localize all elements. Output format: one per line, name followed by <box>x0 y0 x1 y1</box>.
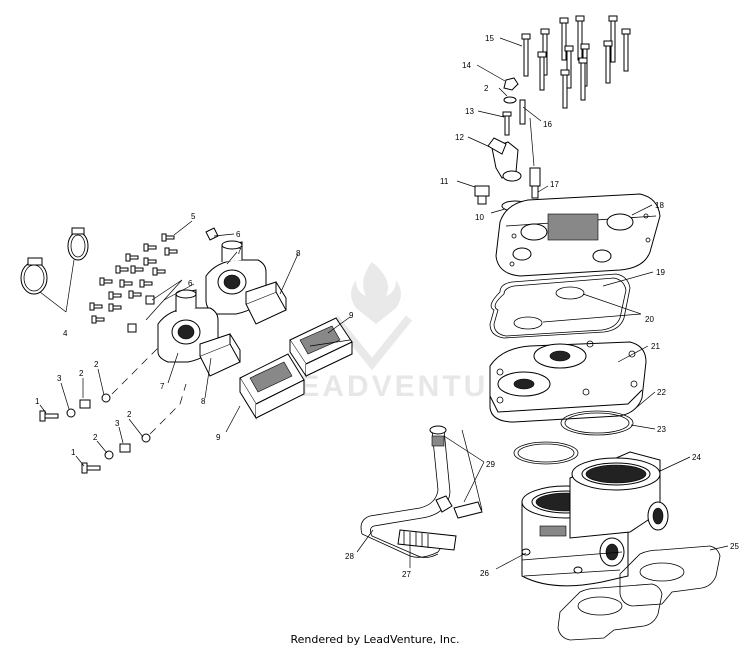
callout-1-lower: 1 <box>71 448 76 457</box>
callout-28: 28 <box>345 552 354 561</box>
reed-housing-upper <box>205 240 267 315</box>
callout-29: 29 <box>486 460 495 469</box>
callout-2-upper: 2 <box>94 360 99 369</box>
base-gaskets <box>557 545 721 641</box>
callout-2-mid: 2 <box>79 369 84 378</box>
callout-8-upper: 8 <box>296 249 301 258</box>
thermostat-housing <box>487 117 535 182</box>
head-bolts <box>521 15 631 109</box>
hose-clamps <box>20 227 89 313</box>
callout-26: 26 <box>480 569 489 578</box>
callout-2-top: 2 <box>484 84 489 93</box>
callout-3-lower: 3 <box>115 419 120 428</box>
callout-5: 5 <box>191 212 196 221</box>
head-orings <box>513 410 634 465</box>
intake-fasteners-upper <box>39 393 111 422</box>
callout-20: 20 <box>645 315 654 324</box>
watermark-logo <box>331 262 413 371</box>
callout-6-upper: 6 <box>236 230 241 239</box>
fittings <box>127 227 219 333</box>
reed-block-lower <box>199 333 241 377</box>
callout-1-upper: 1 <box>35 397 40 406</box>
callout-7-lower: 7 <box>160 382 165 391</box>
head-gasket <box>489 273 631 339</box>
cylinder-block <box>521 451 669 587</box>
callout-2-lower: 2 <box>127 410 132 419</box>
callout-18: 18 <box>655 201 664 210</box>
water-hose-assembly <box>360 425 483 558</box>
callout-8-lower: 8 <box>201 397 206 406</box>
callout-25: 25 <box>730 542 739 551</box>
reed-cage-lower <box>239 353 305 420</box>
callout-9-upper: 9 <box>349 311 354 320</box>
callout-13: 13 <box>465 107 474 116</box>
callout-27: 27 <box>402 570 411 579</box>
callout-17: 17 <box>550 180 559 189</box>
leader-lines <box>39 37 729 570</box>
callout-7-upper: 7 <box>237 247 242 256</box>
small-hardware-top <box>502 77 526 136</box>
dash-lines <box>111 347 187 435</box>
footer-credit: Rendered by LeadVenture, Inc. <box>290 633 460 646</box>
callout-3-upper: 3 <box>57 374 62 383</box>
callout-4: 4 <box>63 329 68 338</box>
temperature-sensor <box>529 167 541 199</box>
reed-cage-upper <box>289 317 353 378</box>
callout-22: 22 <box>657 388 666 397</box>
callout-15: 15 <box>485 34 494 43</box>
callout-11: 11 <box>440 177 449 186</box>
head-cover <box>495 193 661 277</box>
callout-19: 19 <box>656 268 665 277</box>
callout-2-lowleft: 2 <box>93 433 98 442</box>
callout-10: 10 <box>475 213 484 222</box>
callout-9-lower: 9 <box>216 433 221 442</box>
callout-16: 16 <box>543 120 552 129</box>
cylinder-head <box>489 340 647 423</box>
callout-labels: 15 14 2 16 13 12 17 11 10 18 19 20 21 22… <box>35 34 739 579</box>
reed-block-upper <box>245 281 287 325</box>
small-bolts <box>89 233 178 324</box>
callout-24: 24 <box>692 453 701 462</box>
callout-6-lower: 6 <box>188 279 193 288</box>
callout-14: 14 <box>462 61 471 70</box>
callout-23: 23 <box>657 425 666 434</box>
callout-12: 12 <box>455 133 464 142</box>
callout-21: 21 <box>651 342 660 351</box>
